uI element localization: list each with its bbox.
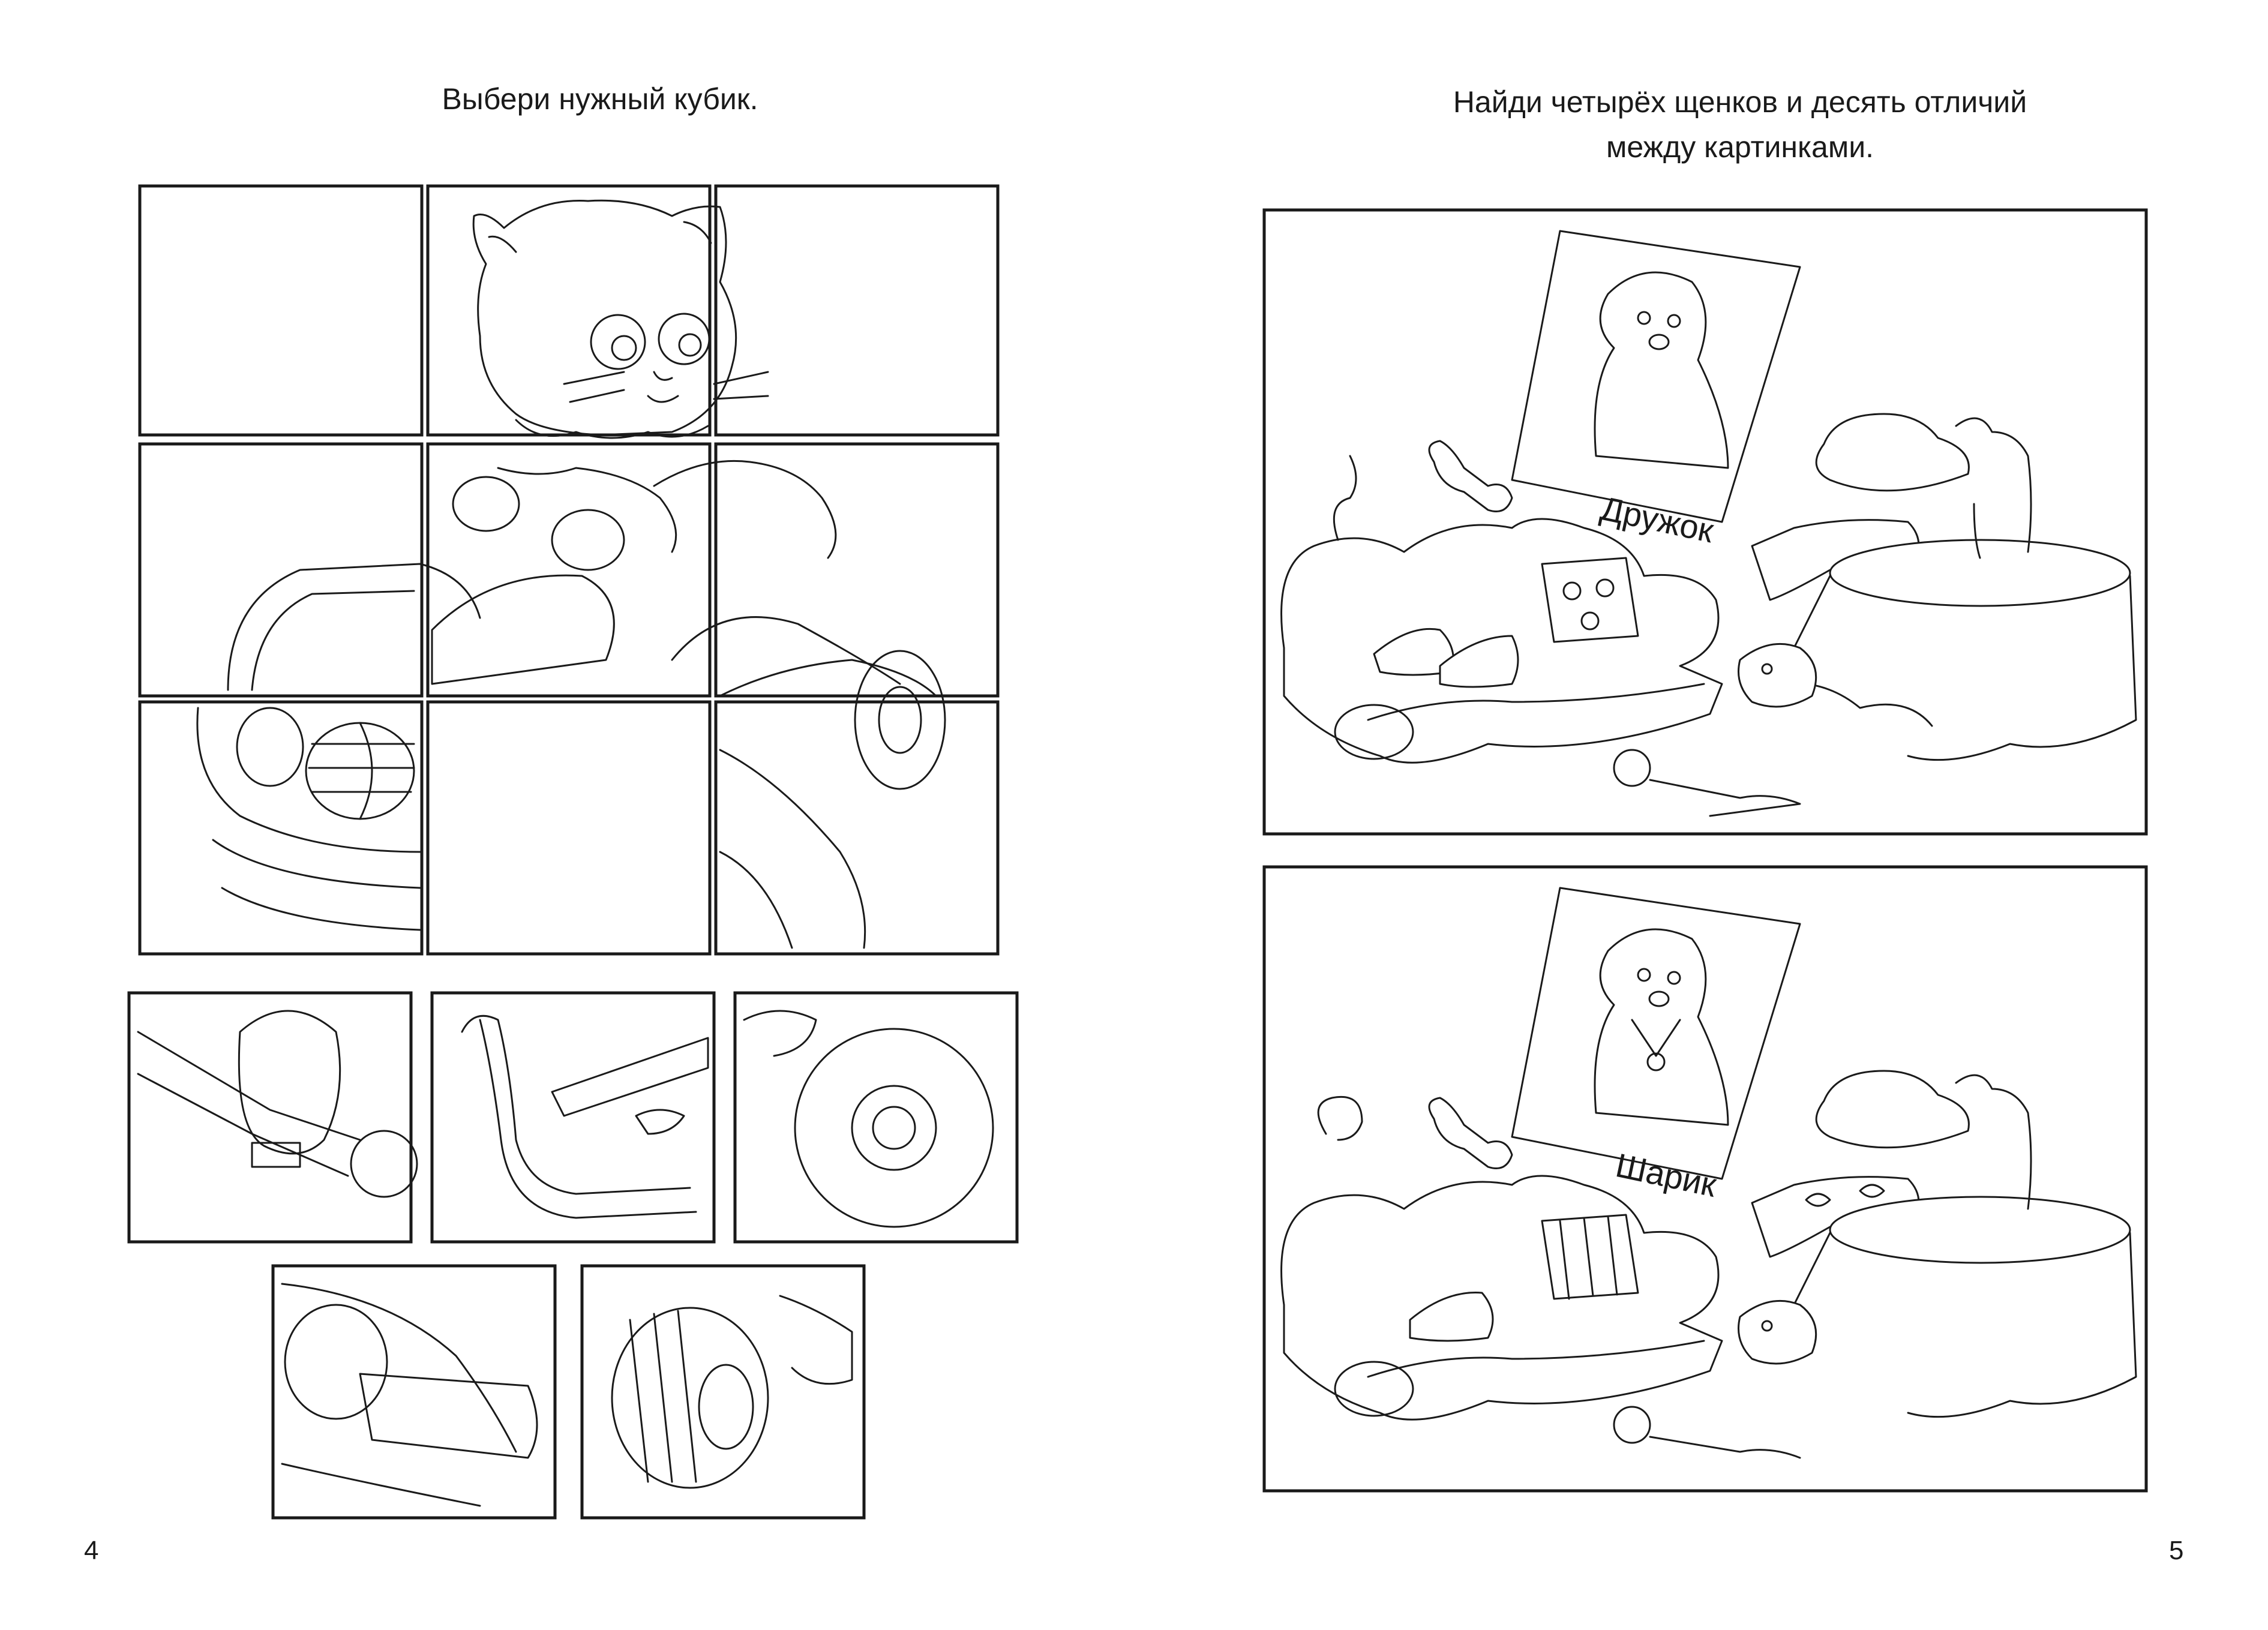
- option-tile-5[interactable]: [582, 1266, 864, 1518]
- page-number-left: 4: [84, 1536, 99, 1565]
- car-drawing: [197, 564, 945, 948]
- option-tile-2[interactable]: [432, 993, 714, 1242]
- option-tile-4[interactable]: [273, 1266, 555, 1518]
- vase: [1752, 520, 1919, 600]
- right-instruction-line-1: Найди четырёх щенков и десять отличий: [1453, 85, 2027, 119]
- vase: [1752, 1177, 1919, 1257]
- dog-poster: [1512, 231, 1800, 522]
- answer-options: [129, 993, 1017, 1518]
- puzzle-grid: [140, 186, 998, 954]
- grid-cell-empty[interactable]: [428, 702, 710, 954]
- grid-cell: [428, 186, 710, 435]
- left-instruction: Выбери нужный кубик.: [442, 82, 758, 116]
- right-instruction-line-2: между картинками.: [1606, 130, 1874, 164]
- grid-cell: [140, 702, 422, 954]
- page-number-right: 5: [2169, 1536, 2184, 1565]
- grid-cell-empty[interactable]: [140, 444, 422, 696]
- grid-cell: [428, 444, 710, 696]
- grid-cell: [716, 702, 998, 954]
- grid-cell: [716, 186, 998, 435]
- grid-cell: [716, 444, 998, 696]
- option-tile-1[interactable]: [129, 993, 411, 1242]
- dog-poster: [1512, 888, 1800, 1179]
- picture-bottom: Шарик: [1264, 867, 2146, 1491]
- picture-top: Дружок: [1264, 210, 2146, 834]
- kitten-drawing: [453, 200, 836, 570]
- grid-cell-empty[interactable]: [140, 186, 422, 435]
